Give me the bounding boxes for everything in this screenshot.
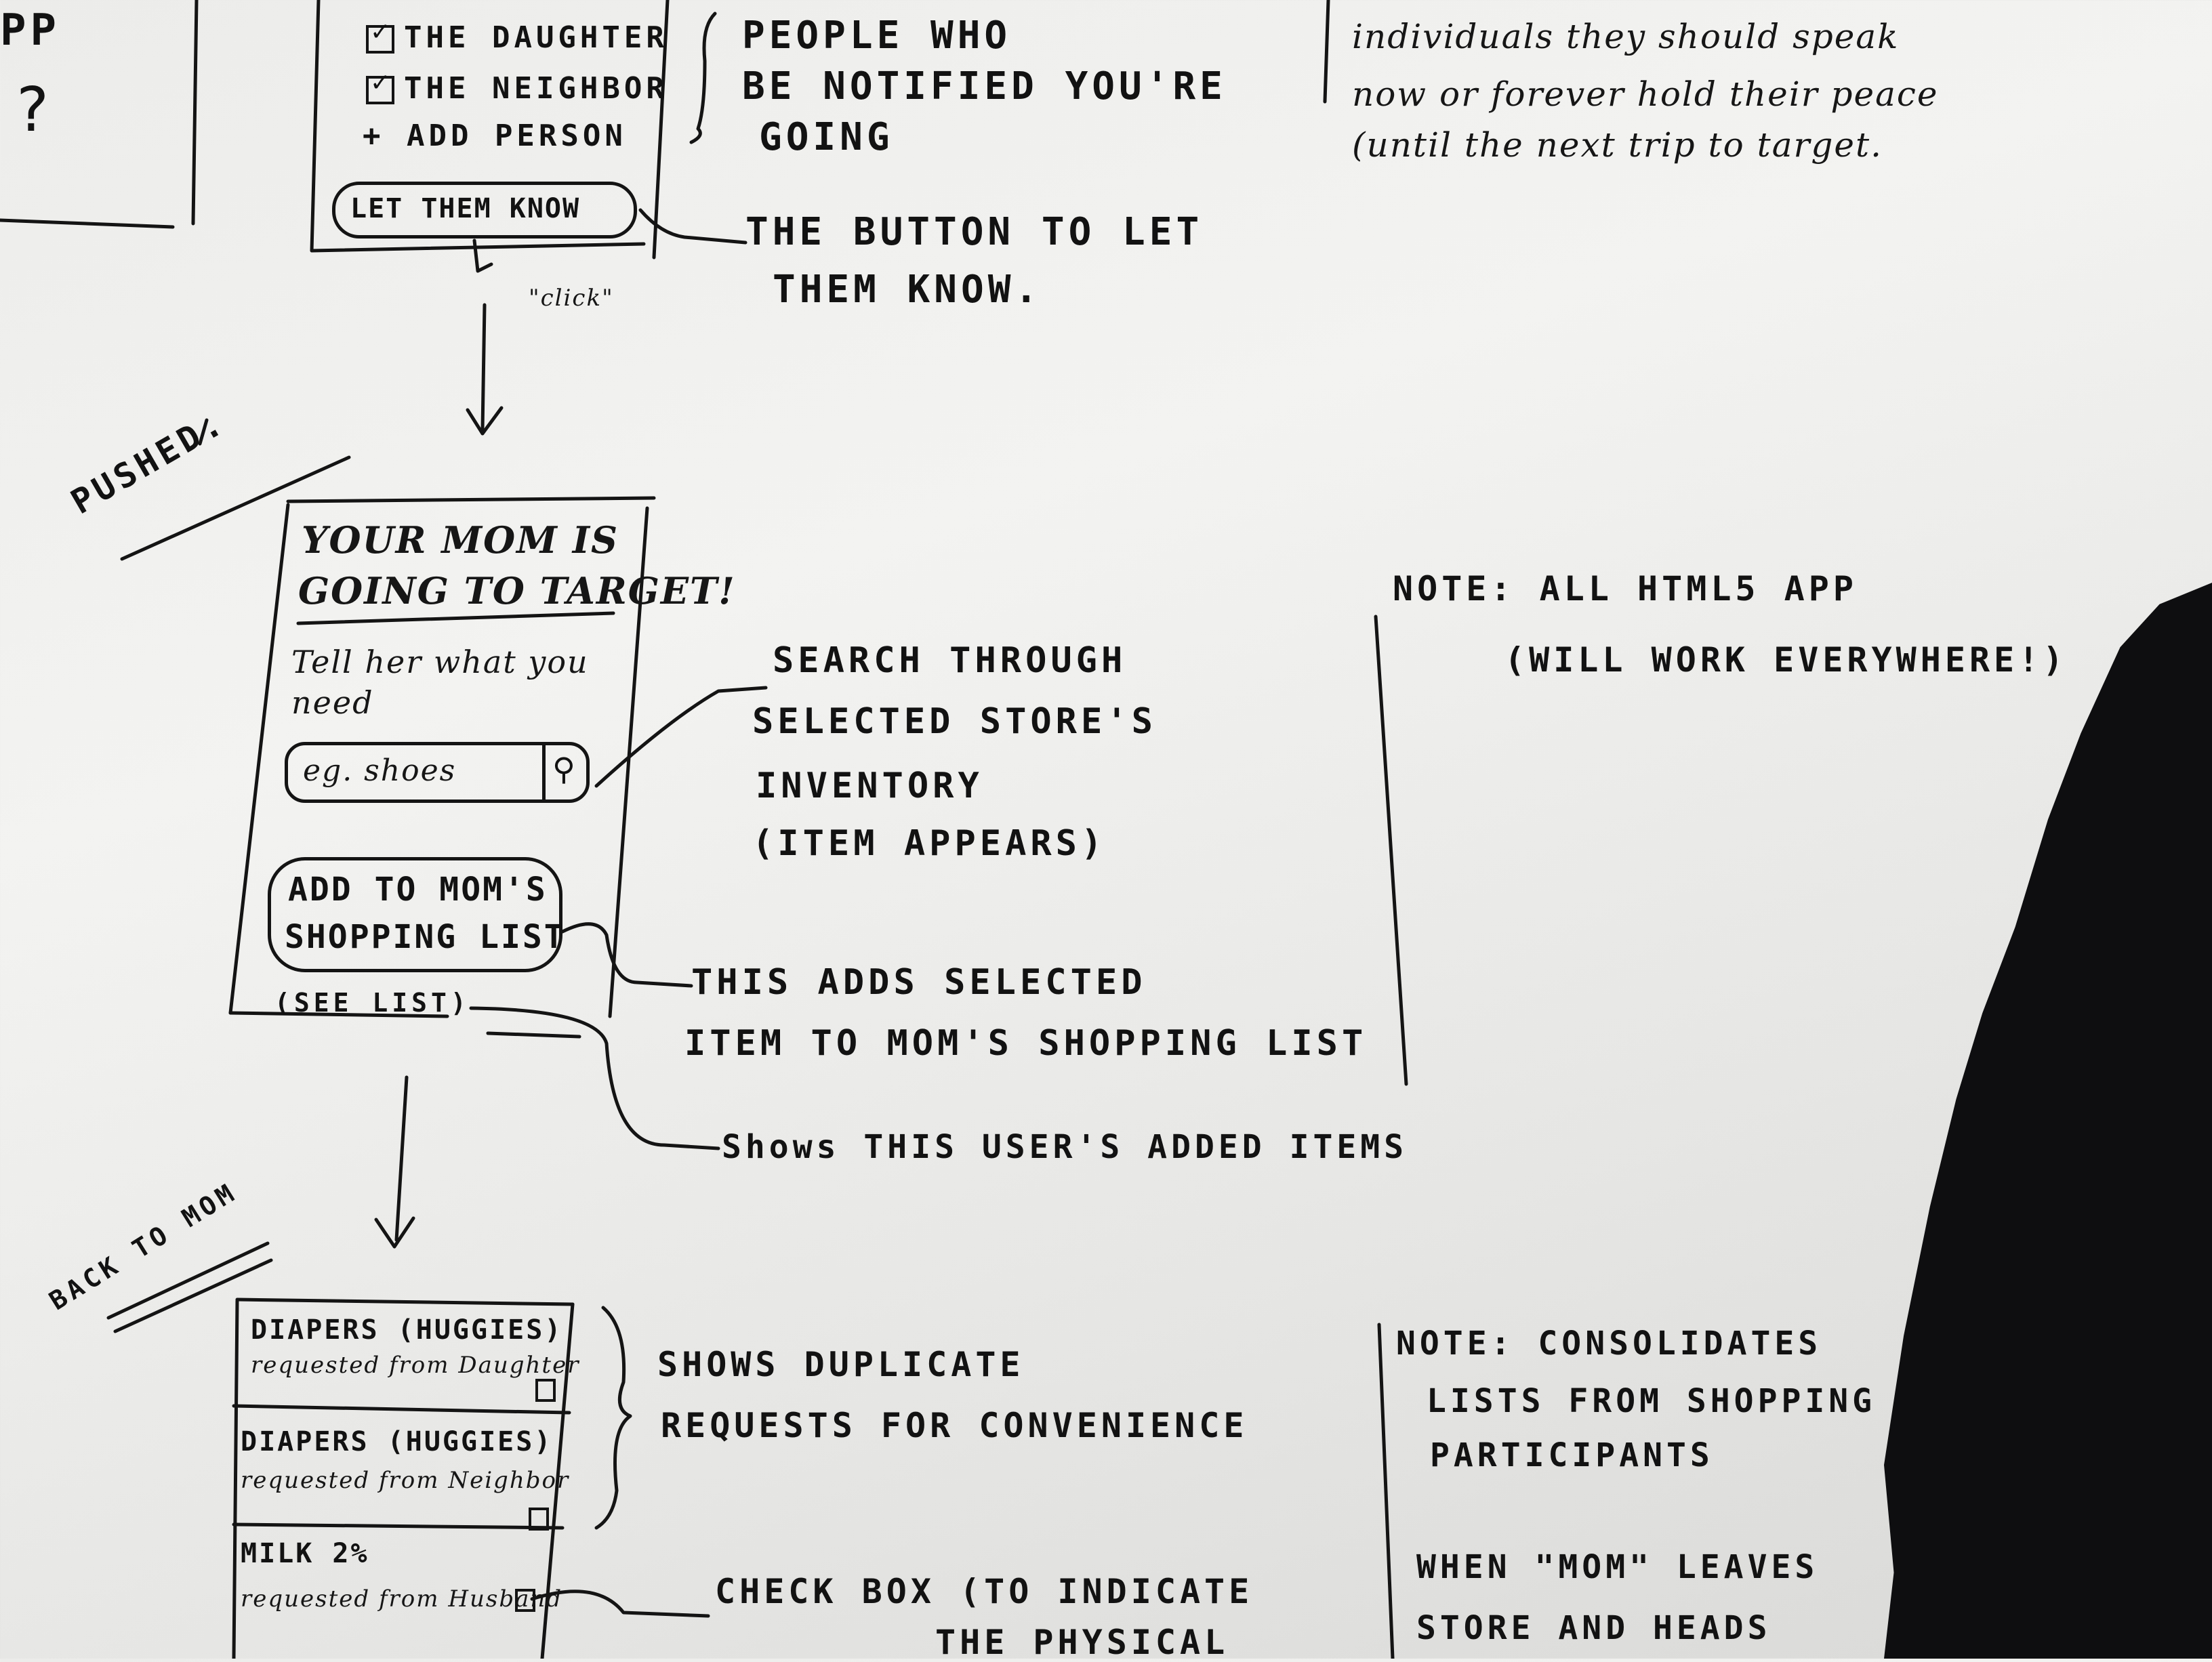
item-checkbox[interactable] (529, 1508, 549, 1531)
checkbox-note-1: CHECK BOX (TO INDICATE (715, 1572, 1254, 1611)
consolidates-note-3: PARTICIPANTS (1430, 1436, 1714, 1474)
search-note-3: INVENTORY (756, 766, 983, 806)
button-note-2: THEM KNOW. (773, 268, 1042, 312)
top-right-note-1: individuals they should speak (1352, 17, 1900, 56)
list-item-name: MILK 2% (241, 1538, 369, 1569)
search-placeholder: eg. shoes (303, 753, 457, 788)
add-to-list-label-2: SHOPPING LIST (285, 918, 566, 956)
let-them-know-button[interactable]: LET THEM KNOW (332, 182, 637, 238)
checkbox-icon[interactable] (366, 69, 394, 104)
list-item-name: DIAPERS (HUGGIES) (251, 1314, 563, 1346)
let-them-know-label: LET THEM KNOW (350, 193, 581, 224)
option-neighbor[interactable]: THE NEIGHBOR (366, 69, 668, 106)
add-to-list-label-1: ADD TO MOM'S (288, 871, 548, 909)
list-item-requester: requested from Husband (241, 1585, 563, 1613)
when-mom-note-2: STORE AND HEADS (1416, 1609, 1771, 1647)
request-heading-1: YOUR MOM IS (302, 518, 619, 562)
button-note-1: THE BUTTON TO LET (745, 210, 1204, 254)
people-notified-note-1: PEOPLE WHO (742, 14, 1012, 58)
add-person-link[interactable]: + ADD PERSON (363, 119, 627, 153)
search-note-2: SELECTED STORE'S (752, 701, 1157, 742)
option-daughter-label: THE DAUGHTER (404, 20, 668, 55)
people-notified-note-3: GOING (759, 115, 894, 159)
search-icon: ⚲ (552, 751, 579, 787)
back-to-mom-label: BACK TO MOM (44, 1176, 243, 1316)
click-label: "click" (529, 285, 614, 312)
html5-note-1: NOTE: ALL HTML5 APP (1393, 569, 1858, 608)
consolidates-note-2: LISTS FROM SHOPPING (1427, 1382, 1877, 1420)
option-daughter[interactable]: THE DAUGHTER (366, 18, 668, 55)
question-mark: ? (14, 75, 55, 146)
pushed-label: PUSHED. (64, 402, 232, 522)
item-checkbox[interactable] (535, 1379, 556, 1402)
duplicate-note-1: SHOWS DUPLICATE (657, 1345, 1025, 1384)
search-button[interactable]: ⚲ (542, 745, 586, 799)
item-checkbox[interactable] (515, 1589, 535, 1612)
top-right-note-3: (until the next trip to target. (1352, 125, 1883, 165)
people-notified-note-2: BE NOTIFIED YOU'RE (742, 64, 1227, 108)
list-item-name: DIAPERS (HUGGIES) (241, 1426, 553, 1457)
search-input[interactable]: eg. shoes ⚲ (285, 742, 590, 803)
request-prompt-2: need (291, 684, 374, 721)
search-note-4: (ITEM APPEARS) (752, 823, 1107, 864)
adds-note-1: THIS ADDS SELECTED (691, 962, 1147, 1003)
option-neighbor-label: THE NEIGHBOR (404, 71, 668, 106)
request-prompt-1: Tell her what you (291, 644, 589, 680)
duplicate-note-2: REQUESTS FOR CONVENIENCE (661, 1406, 1248, 1445)
top-right-note-2: now or forever hold their peace (1352, 75, 1939, 114)
see-list-link[interactable]: (SEE LIST) (274, 988, 470, 1018)
checkbox-icon[interactable] (366, 18, 394, 54)
html5-note-2: (WILL WORK EVERYWHERE!) (1504, 640, 2068, 680)
adds-note-2: ITEM TO MOM'S SHOPPING LIST (684, 1023, 1368, 1064)
when-mom-note-1: WHEN "MOM" LEAVES (1416, 1548, 1819, 1586)
partial-app-label: PP (0, 5, 61, 56)
consolidates-note-1: NOTE: CONSOLIDATES (1396, 1325, 1822, 1363)
search-note-1: SEARCH THROUGH (773, 640, 1127, 681)
shows-note: Shows THIS USER'S ADDED ITEMS (722, 1128, 1408, 1166)
checkbox-note-2: THE PHYSICAL (935, 1623, 1229, 1662)
torn-paper-background (1884, 583, 2212, 1659)
list-item-requester: requested from Neighbor (241, 1467, 570, 1494)
list-item-requester: requested from Daughter (251, 1352, 580, 1379)
request-heading-2: GOING TO TARGET! (298, 569, 736, 612)
add-to-list-button[interactable]: ADD TO MOM'S SHOPPING LIST (268, 857, 564, 972)
